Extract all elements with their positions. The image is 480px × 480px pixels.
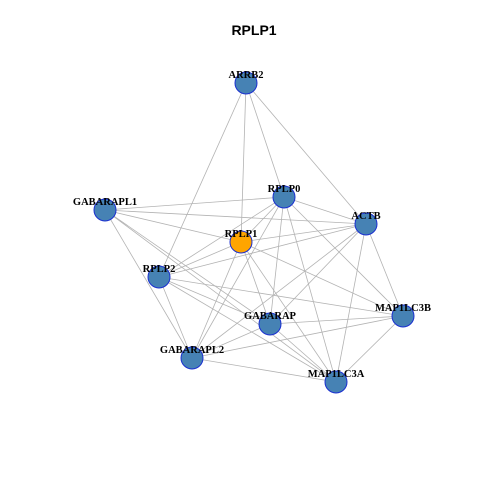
node-circle[interactable] <box>272 185 296 209</box>
edge-gabarapl2-map1lc3a <box>191 357 337 383</box>
edge-rplp1-map1lc3b <box>240 241 404 317</box>
node-circle[interactable] <box>324 370 348 394</box>
node-map1lc3a[interactable]: MAP1LC3A <box>308 369 365 394</box>
edge-actb-map1lc3b <box>365 223 404 317</box>
node-gabarapl1[interactable]: GABARAPL1 <box>73 197 137 222</box>
edge-gabarapl1-map1lc3a <box>104 209 337 383</box>
edge-rplp2-map1lc3b <box>158 276 404 317</box>
node-actb[interactable]: ACTB <box>351 211 381 236</box>
node-circle[interactable] <box>180 346 204 370</box>
edge-arrb2-rplp1 <box>240 82 247 243</box>
node-circle[interactable] <box>391 304 415 328</box>
node-gabarapl2[interactable]: GABARAPL2 <box>160 345 224 370</box>
edge-gabarap-map1lc3a <box>269 323 337 383</box>
node-label: RPLP2 <box>143 264 176 275</box>
node-label: ARRB2 <box>228 70 263 81</box>
edge-rplp0-gabarap <box>269 196 285 325</box>
edge-rplp0-rplp2 <box>158 196 285 278</box>
node-label: RPLP1 <box>225 229 258 240</box>
node-arrb2[interactable]: ARRB2 <box>228 70 264 95</box>
node-label: GABARAPL2 <box>160 345 224 356</box>
edge-gabarapl2-map1lc3b <box>191 315 404 359</box>
edge-actb-rplp1 <box>240 223 367 243</box>
edge-rplp2-gabarap <box>158 276 271 325</box>
edge-rplp1-gabarap <box>240 241 271 325</box>
chart-title: RPLP1 <box>231 22 276 38</box>
edge-actb-rplp2 <box>158 223 367 278</box>
node-gabarap[interactable]: GABARAP <box>244 311 297 336</box>
node-label: ACTB <box>351 211 380 222</box>
node-label: RPLP0 <box>268 184 301 195</box>
edge-gabarap-gabarapl2 <box>191 323 271 359</box>
edge-gabarapl1-rplp1 <box>104 209 242 243</box>
edge-arrb2-rplp0 <box>245 82 285 198</box>
node-rplp0[interactable]: RPLP0 <box>268 184 301 209</box>
edge-actb-map1lc3a <box>335 223 367 383</box>
edge-actb-gabarap <box>269 223 367 325</box>
node-rplp1[interactable]: RPLP1 <box>225 229 258 254</box>
edge-gabarapl1-actb <box>104 209 367 225</box>
node-label: GABARAPL1 <box>73 197 137 208</box>
edge-rplp0-map1lc3a <box>283 196 337 383</box>
edge-arrb2-rplp2 <box>158 82 247 278</box>
node-circle[interactable] <box>234 71 258 95</box>
edge-rplp0-actb <box>283 196 367 225</box>
edge-arrb2-actb <box>245 82 367 225</box>
node-label: MAP1LC3A <box>308 369 365 380</box>
edge-gabarapl1-gabarapl2 <box>104 209 193 359</box>
node-label: MAP1LC3B <box>375 303 431 314</box>
node-label: GABARAP <box>244 311 297 322</box>
edge-rplp1-gabarapl2 <box>191 241 242 359</box>
node-circle[interactable] <box>354 212 378 236</box>
edge-gabarapl1-rplp0 <box>104 196 285 211</box>
node-circle[interactable] <box>93 198 117 222</box>
node-circle[interactable] <box>147 265 171 289</box>
edge-actb-gabarapl2 <box>191 223 367 359</box>
node-rplp2[interactable]: RPLP2 <box>143 264 176 289</box>
edge-rplp1-rplp2 <box>158 241 242 278</box>
edge-rplp2-gabarapl2 <box>158 276 193 359</box>
node-circle[interactable] <box>229 230 253 254</box>
edge-gabarapl1-gabarap <box>104 209 271 325</box>
node-circle[interactable] <box>258 312 282 336</box>
edge-rplp1-map1lc3a <box>240 241 337 383</box>
edge-gabarap-map1lc3b <box>269 315 404 325</box>
edge-map1lc3b-map1lc3a <box>335 315 404 383</box>
edge-rplp0-gabarapl2 <box>191 196 285 359</box>
node-map1lc3b[interactable]: MAP1LC3B <box>375 303 431 328</box>
edge-rplp0-map1lc3b <box>283 196 404 317</box>
edge-rplp2-map1lc3a <box>158 276 337 383</box>
